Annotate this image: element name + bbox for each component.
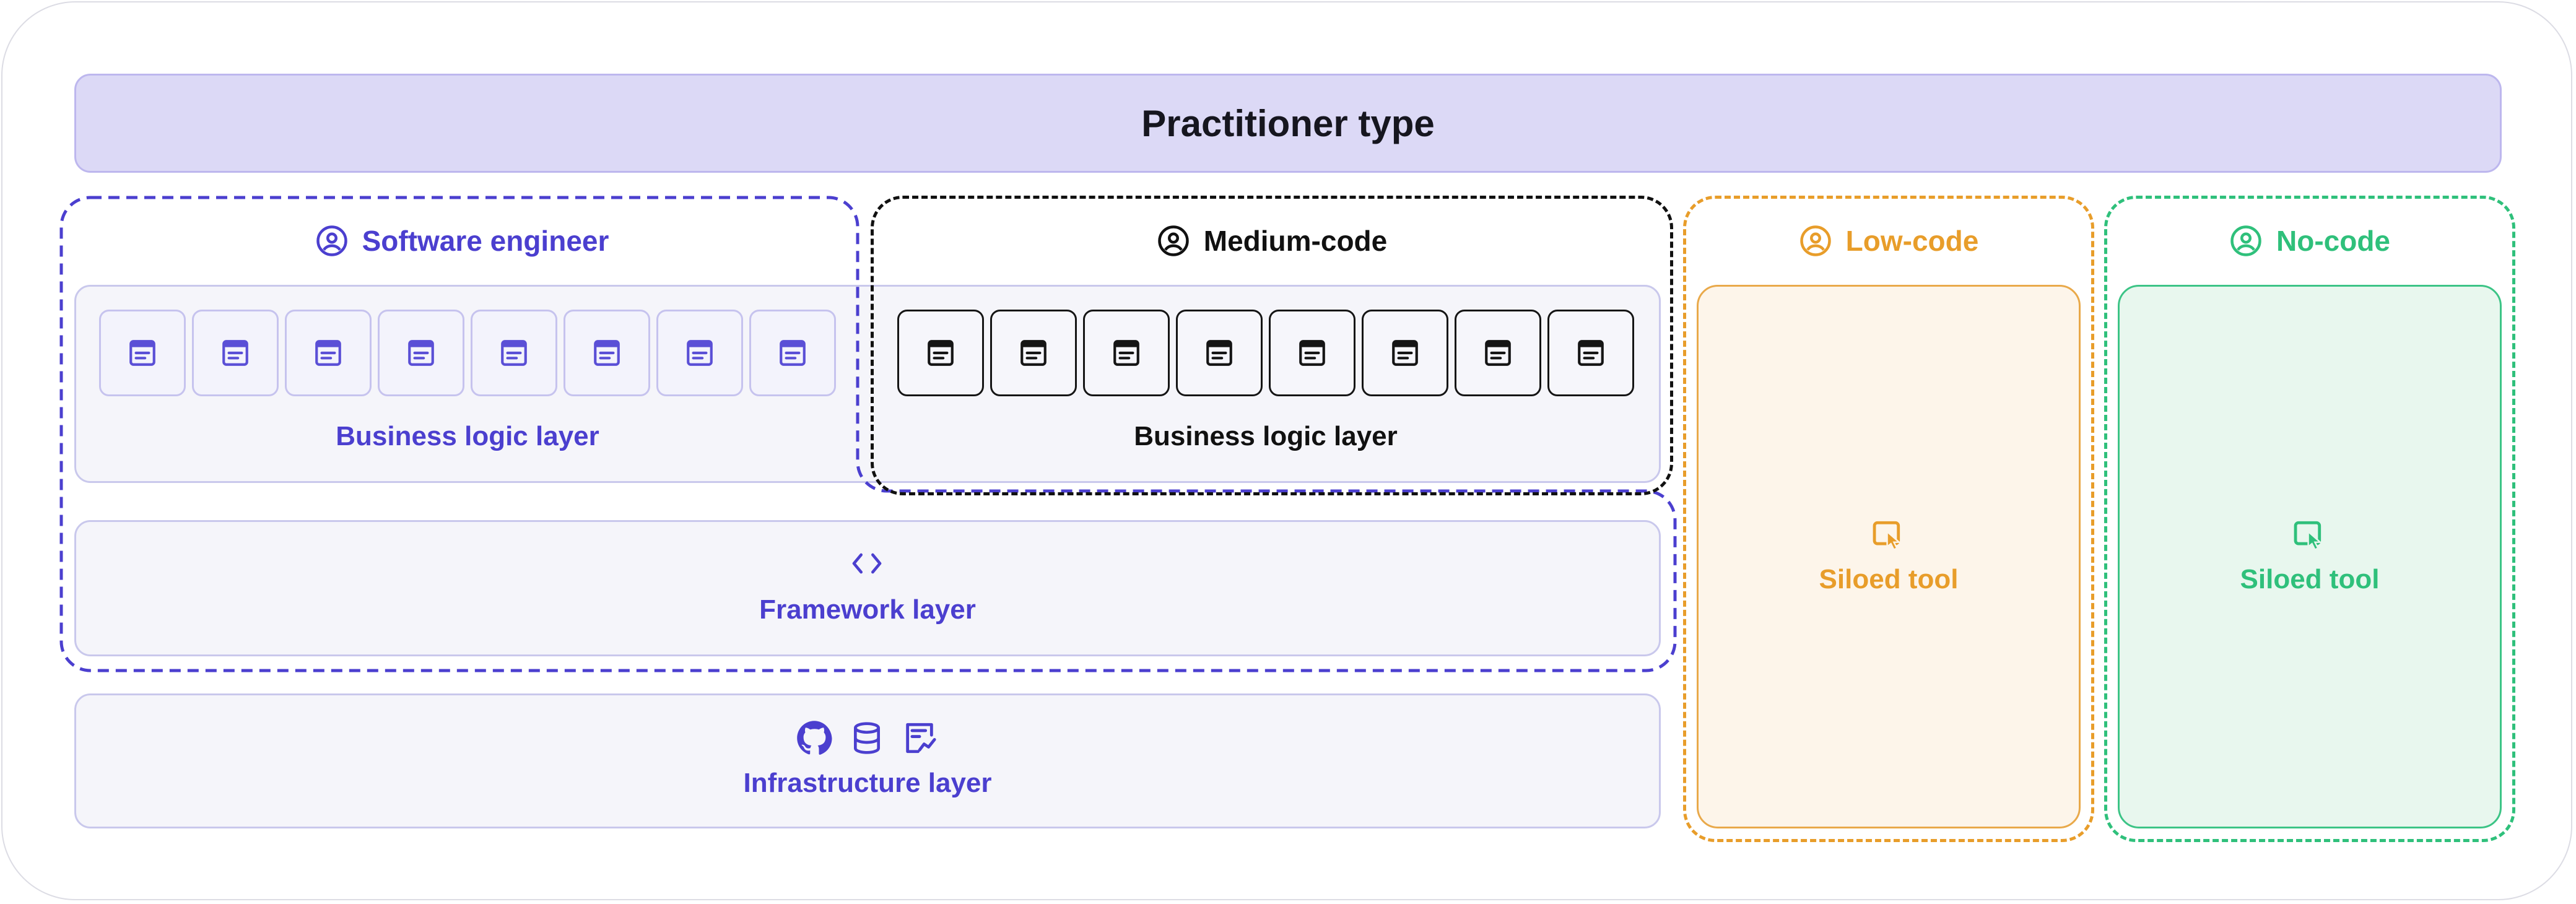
persona-label-text: Low-code [1845, 225, 1979, 257]
persona-label-text: No-code [2276, 225, 2390, 257]
window-icon [1482, 337, 1513, 368]
code-brackets-icon [850, 546, 884, 581]
window-icon [406, 337, 437, 368]
software-engineer-tile-2 [192, 310, 279, 396]
medium-code-tile-8 [1547, 310, 1634, 396]
persona-label-text: Software engineer [362, 225, 609, 257]
medium-code-tile-4 [1176, 310, 1263, 396]
window-icon [498, 337, 529, 368]
infrastructure-layer-label: Infrastructure layer [743, 768, 992, 798]
infrastructure-panel [74, 693, 1661, 828]
window-icon [591, 337, 622, 368]
persona-no-code: No-code [2104, 216, 2515, 266]
practitioner-type-header: Practitioner type [74, 74, 2502, 173]
persona-label-text: Medium-code [1203, 225, 1388, 257]
window-icon [777, 337, 808, 368]
window-icon [925, 337, 956, 368]
framework-layer-label: Framework layer [759, 594, 976, 625]
user-circle-icon [1799, 224, 1846, 258]
chart-document-icon [902, 720, 938, 756]
window-icon [1297, 337, 1328, 368]
no-code-boundary [2104, 196, 2515, 842]
medium-code-tile-7 [1455, 310, 1541, 396]
low-code-boundary [1683, 196, 2094, 842]
medium-code-tile-2 [990, 310, 1077, 396]
business-logic-label-medium-code: Business logic layer [1134, 421, 1398, 451]
software-engineer-tile-3 [285, 310, 372, 396]
header-title: Practitioner type [1141, 102, 1435, 144]
software-engineer-tile-4 [378, 310, 464, 396]
software-engineer-tile-5 [471, 310, 557, 396]
pointer-click-icon [1871, 518, 1907, 554]
medium-code-tile-5 [1269, 310, 1355, 396]
window-icon [127, 337, 158, 368]
github-icon [796, 720, 832, 756]
window-icon [1575, 337, 1606, 368]
software-engineer-boundary [59, 196, 1677, 672]
pointer-click-icon [2292, 518, 2328, 554]
medium-code-tile-6 [1362, 310, 1448, 396]
user-circle-icon [2229, 224, 2276, 258]
window-icon [220, 337, 251, 368]
window-icon [684, 337, 715, 368]
user-circle-icon [1157, 224, 1204, 258]
medium-code-tile-1 [897, 310, 984, 396]
medium-code-boundary [871, 196, 1673, 495]
window-icon [313, 337, 344, 368]
software-engineer-tile-1 [99, 310, 186, 396]
infrastructure-icons [796, 718, 938, 758]
software-engineer-tile-6 [564, 310, 650, 396]
no-code-siloed-tool: Siloed tool [2118, 285, 2502, 828]
software-engineer-tile-7 [656, 310, 743, 396]
persona-software-engineer: Software engineer [59, 216, 864, 266]
window-icon [1390, 337, 1421, 368]
low-code-siloed-tool: Siloed tool [1697, 285, 2081, 828]
siloed-tool-label: Siloed tool [2240, 564, 2380, 594]
user-circle-icon [315, 224, 362, 258]
persona-medium-code: Medium-code [871, 216, 1673, 266]
business-logic-label-software-engineer: Business logic layer [336, 421, 599, 451]
software-engineer-tile-8 [749, 310, 836, 396]
framework-panel [74, 520, 1661, 656]
medium-code-tile-3 [1083, 310, 1170, 396]
siloed-tool-label: Siloed tool [1819, 564, 1959, 594]
window-icon [1018, 337, 1049, 368]
window-icon [1111, 337, 1142, 368]
database-icon [850, 721, 884, 755]
persona-low-code: Low-code [1683, 216, 2094, 266]
window-icon [1204, 337, 1235, 368]
